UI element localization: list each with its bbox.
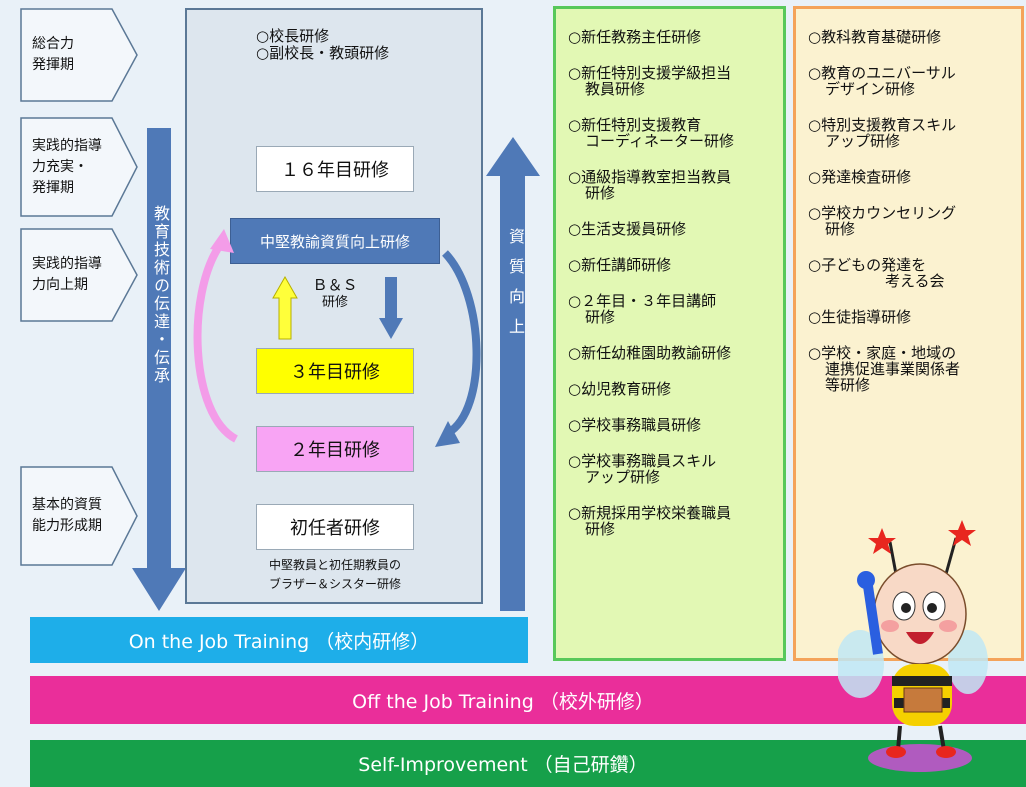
- right-arrow-text: 資質向上: [506, 228, 525, 348]
- year16-label: １６年目研修: [281, 160, 389, 181]
- pentagon-shape: [20, 117, 138, 217]
- pentagon-shape: [20, 466, 138, 566]
- green-training-column: ○新任教務主任研修 ○新任特別支援学級担当 教員研修 ○新任特別支援教育 コーディネ…: [553, 6, 786, 661]
- green-training-item: ○新任講師研修: [568, 256, 672, 274]
- orange-training-item: ○生徒指導研修: [808, 308, 912, 326]
- up-arrow-icon: [486, 137, 540, 611]
- blue-arrowhead-icon: [435, 421, 460, 447]
- orange-training-item: ○発達検査研修: [808, 168, 912, 186]
- green-training-item: ○２年目・３年目講師 研修: [568, 292, 717, 326]
- stage-label: 実践的指導 力向上期: [32, 256, 102, 293]
- orange-training-column: ○教科教育基礎研修 ○教育のユニバーサル デザイン研修 ○特別支援教育スキル アップ…: [793, 6, 1024, 661]
- bee-mascot-illustration: [838, 520, 988, 772]
- orange-training-list: ○教科教育基礎研修 ○教育のユニバーサル デザイン研修 ○特別支援教育スキル アップ…: [808, 29, 1021, 393]
- bs-label: Ｂ＆Ｓ 研修: [312, 276, 358, 312]
- green-training-item: ○新規採用学校栄養職員 研修: [568, 504, 732, 538]
- brother-sister-note: 中堅教員と初任期教員の ブラザー＆シスター研修: [268, 558, 401, 591]
- stage-jissen-koujou: 実践的指導 力向上期: [20, 228, 138, 322]
- pink-arrowhead-icon: [210, 229, 234, 253]
- chuken-label: 中堅教諭資質向上研修: [259, 232, 410, 251]
- self-improvement-band: Self-Improvement （自己研鑽）: [30, 740, 1026, 787]
- bs-subtitle: 研修: [321, 295, 348, 310]
- green-training-item: ○新任特別支援学級担当 教員研修: [568, 64, 732, 98]
- pentagon-shape: [20, 228, 138, 322]
- orange-training-item: ○子どもの発達を 考える会: [808, 256, 945, 290]
- cycle-arrows: [193, 229, 481, 447]
- green-training-item: ○幼児教育研修: [568, 380, 672, 398]
- left-arrow-text: 教育技術の伝達・伝承: [151, 205, 170, 385]
- vice-principal-training: ○副校長・教頭研修: [256, 44, 390, 62]
- orange-training-item: ○教育のユニバーサル デザイン研修: [808, 64, 956, 98]
- stage-sougouryoku: 総合力 発揮期: [20, 8, 138, 102]
- top-training-list: ○校長研修 ○副校長・教頭研修: [256, 28, 389, 62]
- pentagon-shape: [20, 8, 138, 102]
- green-training-item: ○新任幼稚園助教諭研修: [568, 344, 732, 362]
- stage-kihonteki: 基本的資質 能力形成期: [20, 466, 138, 566]
- green-training-list: ○新任教務主任研修 ○新任特別支援学級担当 教員研修 ○新任特別支援教育 コーディネ…: [568, 29, 783, 537]
- orange-training-item: ○教科教育基礎研修: [808, 28, 942, 46]
- up-arrow-icon: [272, 276, 298, 340]
- ojt-band: On the Job Training （校内研修）: [30, 617, 528, 663]
- bs-title: Ｂ＆Ｓ: [312, 276, 358, 294]
- year2-training-box: ２年目研修: [256, 426, 414, 472]
- orange-training-item: ○学校・家庭・地域の 連携促進事業関係者 等研修: [808, 344, 961, 394]
- stage-label: 基本的資質 能力形成期: [32, 497, 102, 534]
- year3-label: ３年目研修: [290, 362, 380, 383]
- down-arrow-icon: [132, 128, 186, 611]
- shonin-training-box: 初任者研修: [256, 504, 414, 550]
- green-training-item: ○学校事務職員スキル アップ研修: [568, 452, 717, 486]
- stage-label: 実践的指導 力充実・ 発揮期: [32, 137, 102, 196]
- self-improvement-label: Self-Improvement （自己研鑽）: [358, 754, 648, 776]
- green-training-item: ○通級指導教室担当教員 研修: [568, 168, 732, 202]
- year3-training-box: ３年目研修: [256, 348, 414, 394]
- green-training-item: ○生活支援員研修: [568, 220, 687, 238]
- offjt-label: Off the Job Training （校外研修）: [352, 690, 654, 713]
- ojt-label: On the Job Training （校内研修）: [128, 630, 430, 653]
- stage-jissen-juujitsu: 実践的指導 力充実・ 発揮期: [20, 117, 138, 217]
- stage-label: 総合力 発揮期: [32, 36, 74, 73]
- green-training-item: ○学校事務職員研修: [568, 416, 702, 434]
- year2-label: ２年目研修: [290, 440, 380, 461]
- shonin-label: 初任者研修: [290, 518, 380, 539]
- orange-training-item: ○特別支援教育スキル アップ研修: [808, 116, 957, 150]
- orange-training-item: ○学校カウンセリング 研修: [808, 204, 957, 238]
- chuken-training-box: 中堅教諭資質向上研修: [230, 218, 440, 264]
- down-arrow-icon: [379, 277, 403, 339]
- year16-training-box: １６年目研修: [256, 146, 414, 192]
- principal-training: ○校長研修: [256, 27, 330, 45]
- green-training-item: ○新任特別支援教育 コーディネーター研修: [568, 116, 734, 150]
- green-training-item: ○新任教務主任研修: [568, 28, 702, 46]
